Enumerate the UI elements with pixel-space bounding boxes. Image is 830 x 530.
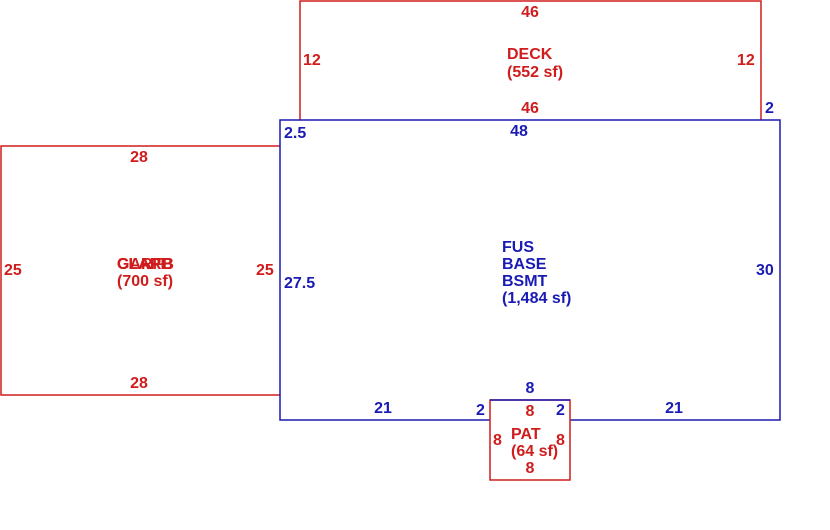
garage-area-value: (700 sf): [117, 273, 173, 290]
patio-dim-left: 8: [493, 432, 502, 449]
deck-outline: [299, 0, 762, 120]
main-dim-left-offset: 2.5: [284, 125, 306, 142]
garage-name-1: GARFB: [117, 256, 174, 273]
deck-dim-bottom: 46: [521, 100, 539, 117]
main-outline: [279, 119, 781, 421]
patio-dim-right: 8: [556, 432, 565, 449]
patio-dim-bottom: 8: [526, 460, 535, 477]
main-dim-notch-left: 2: [476, 402, 485, 419]
deck-dim-offset: 2: [765, 100, 774, 117]
main-label-line-3: BSMT: [502, 273, 548, 290]
garage-dim-bottom: 28: [130, 375, 148, 392]
deck-name: DECK: [507, 46, 553, 63]
main-area-value: (1,484 sf): [502, 290, 571, 307]
main-dim-right: 30: [756, 262, 774, 279]
patio-area-value: (64 sf): [511, 443, 558, 460]
main-dim-notch-right: 2: [556, 402, 565, 419]
garage-name-3: CLAPE: [117, 256, 172, 273]
main-area: 48 2.5 27.5 30 21 21 2 2 8 FUS BASE BSMT…: [279, 119, 781, 421]
garage-area: 28 28 25 25 GARFB CLARB CLAPE (700 sf): [0, 145, 280, 396]
garage-dim-left: 25: [4, 262, 22, 279]
deck-dim-left: 12: [303, 52, 321, 69]
main-dim-bottom-left: 21: [374, 400, 392, 417]
deck-area-value: (552 sf): [507, 64, 563, 81]
main-label-line-2: BASE: [502, 256, 547, 273]
patio-name: PAT: [511, 426, 541, 443]
deck-dim-top: 46: [521, 4, 539, 21]
garage-outline: [0, 145, 280, 396]
deck-dim-right: 12: [737, 52, 755, 69]
main-dim-notch-top: 8: [526, 380, 535, 397]
main-dim-left: 27.5: [284, 275, 315, 292]
patio-area: 8 8 8 8 PAT (64 sf): [489, 399, 571, 481]
deck-area: 46 12 12 46 DECK (552 sf) 2: [299, 0, 774, 120]
main-label-line-1: FUS: [502, 239, 534, 256]
garage-dim-top: 28: [130, 149, 148, 166]
garage-name-2: CLARB: [117, 256, 173, 273]
patio-dim-top: 8: [526, 403, 535, 420]
main-dim-bottom-right: 21: [665, 400, 683, 417]
main-dim-top: 48: [510, 123, 528, 140]
garage-dim-right: 25: [256, 262, 274, 279]
